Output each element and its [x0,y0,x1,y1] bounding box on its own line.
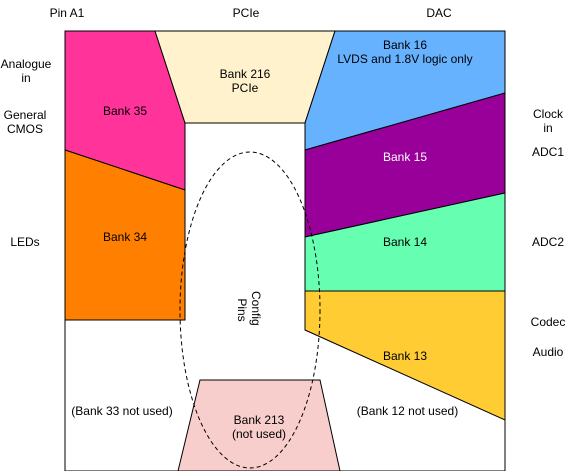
general-cmos-label: General CMOS [0,108,50,136]
bank-213-region [177,379,341,471]
general-line: General [3,108,47,122]
bank-16-line-2: LVDS and 1.8V logic only [337,52,473,66]
config-pins-outline [179,151,321,469]
codec-label: Codec [530,315,566,329]
bank-35-label: Bank 35 [102,104,148,118]
config-pins-line-1: Config [249,291,263,326]
bank-35-region [64,30,186,191]
bank-216-line-2: PCIe [231,81,259,95]
bank-213-label: Bank 213 (not used) [214,413,304,441]
clock-in-label: Clock in [525,107,568,135]
bank-12-note: (Bank 12 not used) [356,404,459,418]
dac-edge-label: DAC [426,6,452,20]
bank-34-region [64,149,186,321]
clock-in-line: in [543,121,553,135]
bank-34-label: Bank 34 [102,230,148,244]
adc1-label: ADC1 [531,145,564,159]
bank-213-line-2: (not used) [231,427,287,441]
config-pins-label: Config Pins [235,291,263,329]
bank-216-line-1: Bank 216 [219,67,271,81]
analogue-line: Analogue [0,57,52,71]
bank-16-line-1: Bank 16 [382,38,428,52]
pcie-edge-label: PCIe [232,6,260,20]
bank-16-label: Bank 16 LVDS and 1.8V logic only [330,38,480,66]
bank-13-region [304,290,506,421]
analogue-in-label: Analogue in [0,57,52,85]
pin-a1-label: Pin A1 [49,6,85,20]
bank-15-label: Bank 15 [382,150,428,164]
adc2-label: ADC2 [531,235,564,249]
audio-label: Audio [532,345,564,359]
in-line: in [21,71,31,85]
bank-216-label: Bank 216 PCIe [200,67,290,95]
clock-line: Clock [532,107,563,121]
bank-33-note: (Bank 33 not used) [71,404,173,418]
bank-14-label: Bank 14 [382,235,428,249]
leds-label: LEDs [10,235,40,249]
cmos-line: CMOS [7,122,43,136]
bank-213-line-1: Bank 213 [233,413,285,427]
bank-13-label: Bank 13 [382,349,428,363]
config-pins-line-2: Pins [235,298,249,321]
